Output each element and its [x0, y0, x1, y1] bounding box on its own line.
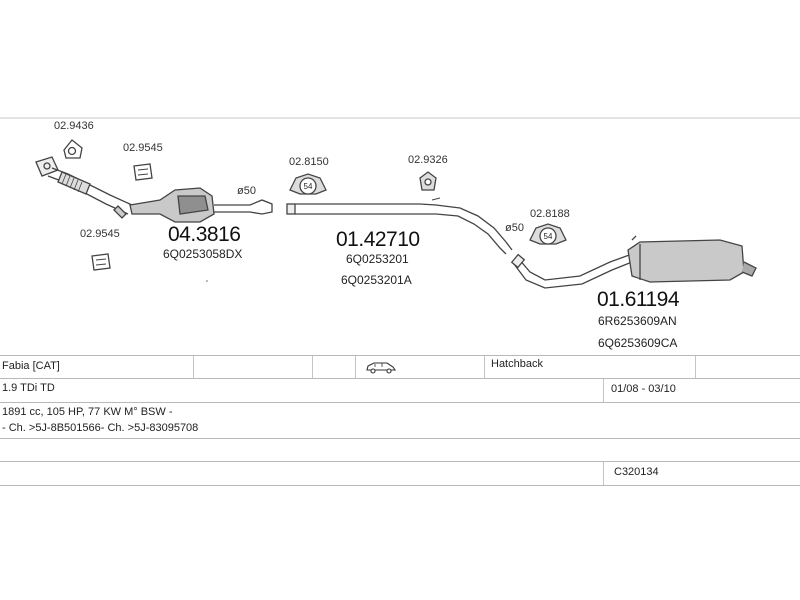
body-type-cell: Hatchback	[491, 358, 543, 370]
part-label-02-9545-top: 02.9545	[123, 142, 163, 154]
mounting-02-9545-top-icon	[133, 163, 153, 181]
years-cell: 01/08 - 03/10	[611, 383, 676, 395]
rear-silencer	[627, 235, 757, 283]
rear-section-number: 01.61194	[597, 288, 680, 311]
table-line	[0, 461, 800, 462]
table-divider	[603, 462, 604, 485]
table-line	[0, 438, 800, 439]
mounting-02-9326-icon	[419, 171, 437, 191]
part-label-02-9545-bottom: 02.9545	[80, 228, 120, 240]
table-divider	[312, 356, 313, 378]
table-divider	[695, 356, 696, 378]
middle-section-number: 01.42710	[336, 228, 420, 251]
front-section-code: 6Q0253058DX	[163, 247, 243, 261]
front-section-number: 04.3816	[168, 223, 241, 246]
rear-section-code-2: 6Q6253609CA	[598, 336, 678, 350]
diameter-label-2: ø50	[505, 222, 524, 234]
reference-cell: C320134	[614, 466, 659, 478]
diameter-label-1: ø50	[237, 185, 256, 197]
table-line	[0, 378, 800, 379]
table-divider	[193, 356, 194, 378]
rear-section-code-1: 6R6253609AN	[598, 314, 677, 328]
part-label-02-9326: 02.9326	[408, 154, 448, 166]
clamp-02-8150-icon: 54	[289, 173, 327, 195]
part-label-02-9436: 02.9436	[54, 120, 94, 132]
mounting-02-9545-bottom-icon	[91, 253, 111, 271]
table-divider	[603, 379, 604, 402]
chassis-cell: - Ch. >5J-8B501566- Ch. >5J-83095708	[2, 422, 199, 434]
table-divider	[484, 356, 485, 378]
clamp-02-8188-icon: 54	[529, 223, 567, 245]
engine-cell: 1.9 TDi TD	[2, 382, 55, 394]
part-label-02-8188: 02.8188	[530, 208, 570, 220]
catalytic-converter	[129, 187, 273, 223]
clamp-1-size: 54	[304, 182, 313, 191]
middle-pipe	[286, 197, 513, 255]
rear-pipe	[510, 253, 633, 289]
table-divider	[355, 356, 356, 378]
dot-mark	[206, 280, 208, 282]
middle-section-code-2: 6Q0253201A	[341, 273, 412, 287]
table-line	[0, 402, 800, 403]
clamp-2-size: 54	[544, 232, 553, 241]
specs-cell: 1891 cc, 105 HP, 77 KW M° BSW -	[2, 406, 173, 418]
front-flange	[35, 156, 59, 177]
part-label-02-8150: 02.8150	[289, 156, 329, 168]
table-line	[0, 485, 800, 486]
car-icon	[366, 362, 397, 374]
table-line	[0, 355, 800, 356]
model-cell: Fabia [CAT]	[2, 360, 60, 372]
gasket-02-9436-icon	[63, 139, 83, 159]
front-pipe	[47, 167, 133, 219]
middle-section-code-1: 6Q0253201	[346, 252, 409, 266]
